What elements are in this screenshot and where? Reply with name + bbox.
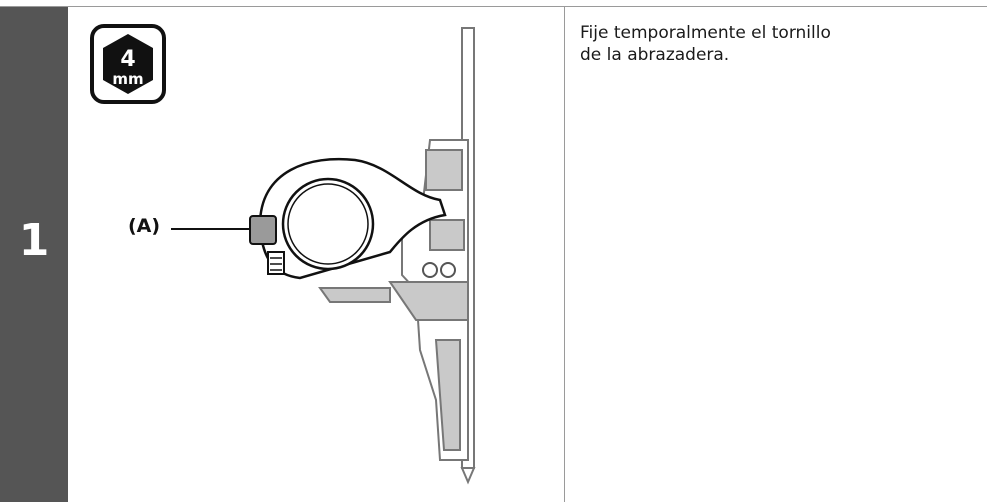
callout-leader-line: [171, 228, 251, 230]
column-divider: [564, 7, 565, 502]
step-number: 1: [18, 215, 50, 266]
tool-unit: mm: [112, 70, 143, 88]
callout-label-a: (A): [128, 215, 161, 237]
top-divider: [0, 6, 987, 7]
derailleur-clamp-illustration: [249, 27, 476, 485]
hex-wrench-icon: 4 mm: [90, 24, 166, 104]
tool-size: 4: [120, 47, 135, 72]
instruction-line-1: Fije temporalmente el tornillo: [580, 23, 831, 43]
step-sidebar: [0, 7, 68, 502]
instruction-text: Fije temporalmente el tornillo de la abr…: [580, 22, 960, 66]
instruction-line-2: de la abrazadera.: [580, 45, 730, 65]
